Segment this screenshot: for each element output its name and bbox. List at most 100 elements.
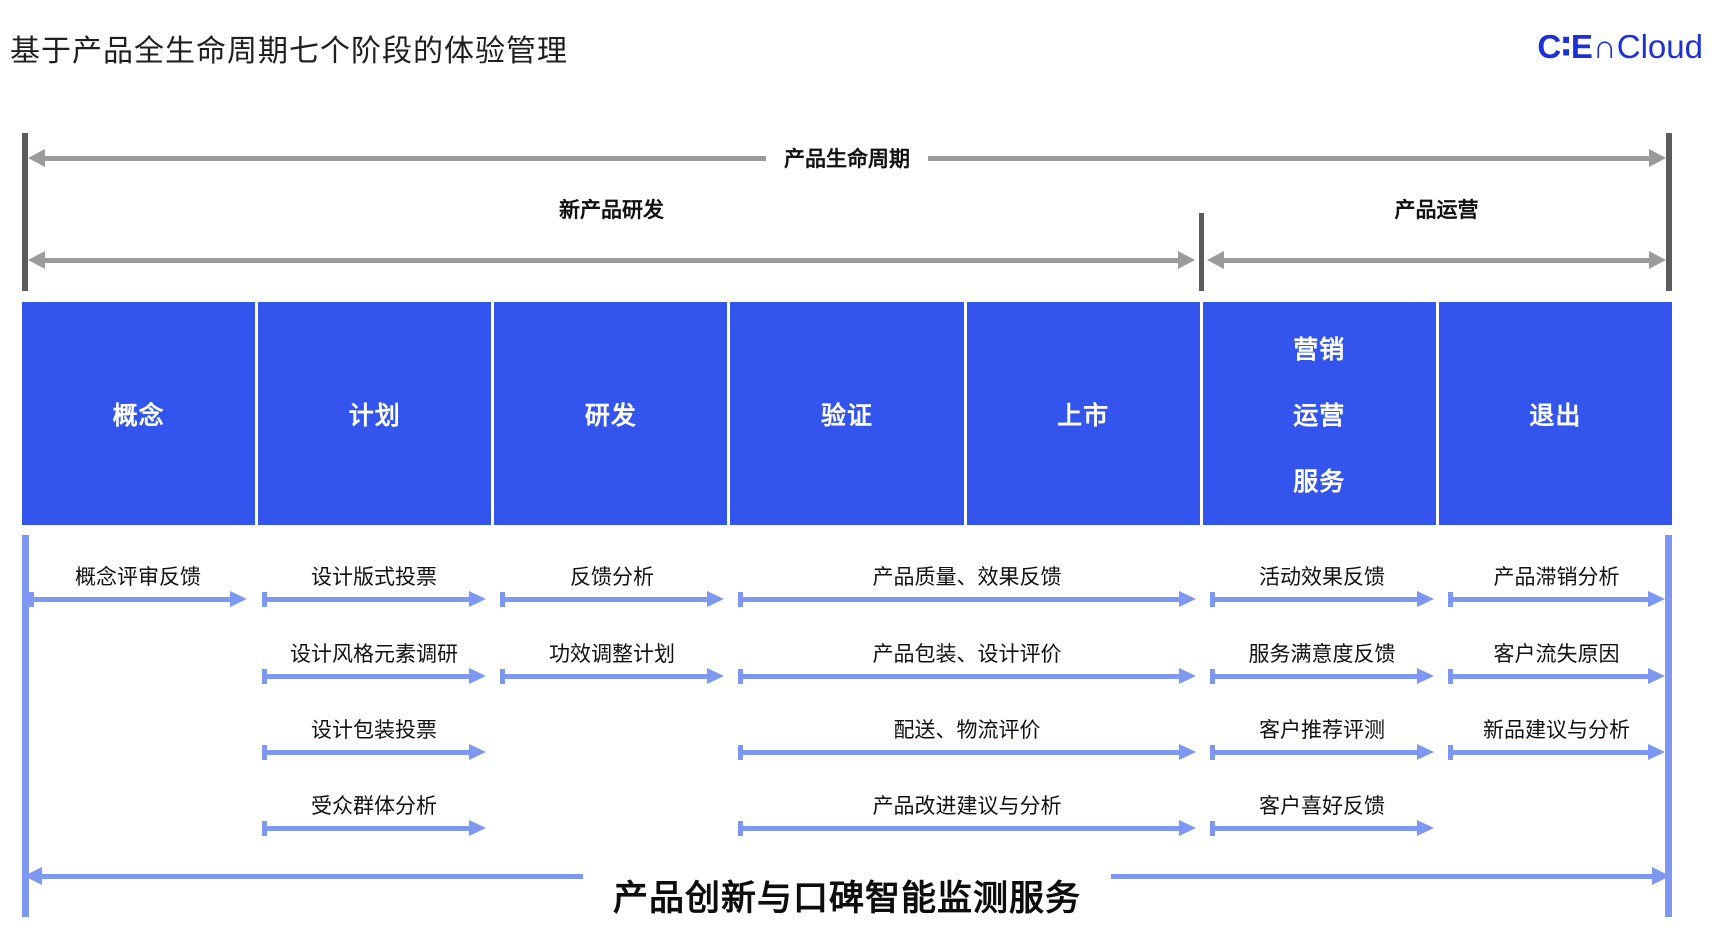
feedback-arrow: 设计包装投票 — [262, 717, 486, 760]
feedback-label: 设计版式投票 — [311, 566, 437, 589]
arrow-line — [500, 668, 724, 684]
stage-box: 上市 — [966, 302, 1200, 525]
feedback-arrow: 客户喜好反馈 — [1210, 793, 1434, 836]
product-lifecycle-arrow: 产品生命周期 — [28, 148, 1666, 171]
feedback-label: 受众群体分析 — [311, 795, 437, 818]
arrow-line — [1210, 591, 1434, 607]
arrow-line — [262, 668, 486, 684]
cem-cloud-logo: C∶E∩Cloud — [1537, 28, 1703, 66]
arrow-head-left-icon — [28, 149, 45, 167]
left-boundary-bar — [22, 133, 28, 291]
feedback-arrow: 反馈分析 — [500, 564, 724, 607]
stage-boxes-row: 概念计划研发验证上市营销运营服务退出 — [22, 302, 1672, 525]
stage-label: 服务 — [1293, 467, 1346, 496]
feedback-label: 反馈分析 — [570, 566, 654, 589]
arrow-line — [262, 744, 486, 760]
feedback-label: 产品滞销分析 — [1493, 566, 1620, 589]
stage-label: 营销 — [1293, 335, 1346, 364]
logo-suffix: Cloud — [1616, 28, 1703, 65]
arrow-head-left-icon — [1207, 251, 1224, 269]
right-feedback-bar — [1665, 535, 1672, 917]
stage-label: 计划 — [348, 401, 401, 430]
feedback-arrow: 设计版式投票 — [262, 564, 486, 607]
feedback-label: 产品质量、效果反馈 — [872, 566, 1062, 589]
page-title: 基于产品全生命周期七个阶段的体验管理 — [10, 35, 568, 68]
feedback-arrow: 产品滞销分析 — [1448, 564, 1665, 607]
feedback-label: 概念评审反馈 — [75, 566, 201, 589]
arrow-line — [928, 155, 1649, 161]
arrow-head-left-icon — [24, 867, 42, 885]
feedback-arrow: 产品包装、设计评价 — [738, 641, 1196, 684]
arrow-line — [500, 591, 724, 607]
feedback-label: 客户流失原因 — [1493, 643, 1620, 666]
arrow-line — [1224, 257, 1649, 263]
stage-box: 概念 — [22, 302, 256, 525]
arrow-head-right-icon — [1649, 251, 1666, 269]
npd-arrow — [28, 250, 1195, 270]
arrow-line — [45, 257, 1178, 263]
arrow-line — [738, 744, 1196, 760]
stage-label: 研发 — [584, 401, 637, 430]
arrow-line — [738, 668, 1196, 684]
arrow-line — [1448, 591, 1665, 607]
arrow-line — [738, 820, 1196, 836]
product-lifecycle-label: 产品生命周期 — [784, 148, 910, 171]
feedback-arrow: 产品质量、效果反馈 — [738, 564, 1196, 607]
feedback-label: 产品包装、设计评价 — [872, 643, 1062, 666]
stage-box: 研发 — [494, 302, 728, 525]
feedback-arrow: 活动效果反馈 — [1210, 564, 1434, 607]
arrow-line — [738, 591, 1196, 607]
arrow-head-right-icon — [1649, 149, 1666, 167]
feedback-arrow: 配送、物流评价 — [738, 717, 1196, 760]
logo-mark: C∶E∩ — [1537, 28, 1617, 65]
arrow-line — [42, 873, 583, 879]
feedback-arrow: 客户推荐评测 — [1210, 717, 1434, 760]
arrow-head-right-icon — [1178, 251, 1195, 269]
feedback-label: 产品改进建议与分析 — [872, 795, 1062, 818]
arrow-line — [1210, 820, 1434, 836]
stage-label: 概念 — [112, 401, 165, 430]
feedback-label: 新品建议与分析 — [1483, 719, 1630, 742]
feedback-label: 客户喜好反馈 — [1259, 795, 1385, 818]
arrow-line — [1210, 744, 1434, 760]
feedback-arrow: 受众群体分析 — [262, 793, 486, 836]
stage-box: 退出 — [1438, 302, 1672, 525]
stage-box: 营销运营服务 — [1202, 302, 1436, 525]
stage-label: 退出 — [1529, 401, 1582, 430]
feedback-label: 设计包装投票 — [311, 719, 437, 742]
arrow-head-left-icon — [28, 251, 45, 269]
arrow-line — [1448, 744, 1665, 760]
feedback-label: 活动效果反馈 — [1259, 566, 1385, 589]
stage-label: 验证 — [820, 401, 873, 430]
feedback-arrow: 新品建议与分析 — [1448, 717, 1665, 760]
feedback-label: 功效调整计划 — [549, 643, 675, 666]
arrow-line — [29, 591, 247, 607]
feedback-arrow: 设计风格元素调研 — [262, 641, 486, 684]
ops-arrow — [1207, 250, 1666, 270]
feedback-arrow: 客户流失原因 — [1448, 641, 1665, 684]
left-feedback-bar — [22, 535, 29, 917]
npd-label: 新产品研发 — [559, 199, 664, 222]
stage-box: 计划 — [258, 302, 492, 525]
ops-label: 产品运营 — [1394, 199, 1479, 222]
arrow-line — [262, 591, 486, 607]
arrow-line — [1448, 668, 1665, 684]
stage-box: 验证 — [730, 302, 964, 525]
feedback-arrow: 服务满意度反馈 — [1210, 641, 1434, 684]
arrow-head-right-icon — [1652, 867, 1671, 885]
arrow-line — [45, 155, 766, 161]
feedback-arrow: 功效调整计划 — [500, 641, 724, 684]
feedback-label: 客户推荐评测 — [1259, 719, 1385, 742]
feedback-label: 配送、物流评价 — [893, 719, 1041, 742]
bottom-service-arrow: 产品创新与口碑智能监测服务 — [24, 860, 1671, 930]
feedback-arrow: 产品改进建议与分析 — [738, 793, 1196, 836]
bottom-service-label: 产品创新与口碑智能监测服务 — [613, 878, 1082, 918]
arrow-line — [262, 820, 486, 836]
feedback-arrow: 概念评审反馈 — [29, 564, 247, 607]
feedback-label: 设计风格元素调研 — [290, 643, 458, 666]
npd-ops-divider — [1199, 213, 1204, 291]
stage-label: 运营 — [1293, 401, 1346, 430]
arrow-line — [1111, 873, 1653, 879]
right-boundary-bar — [1666, 133, 1672, 291]
